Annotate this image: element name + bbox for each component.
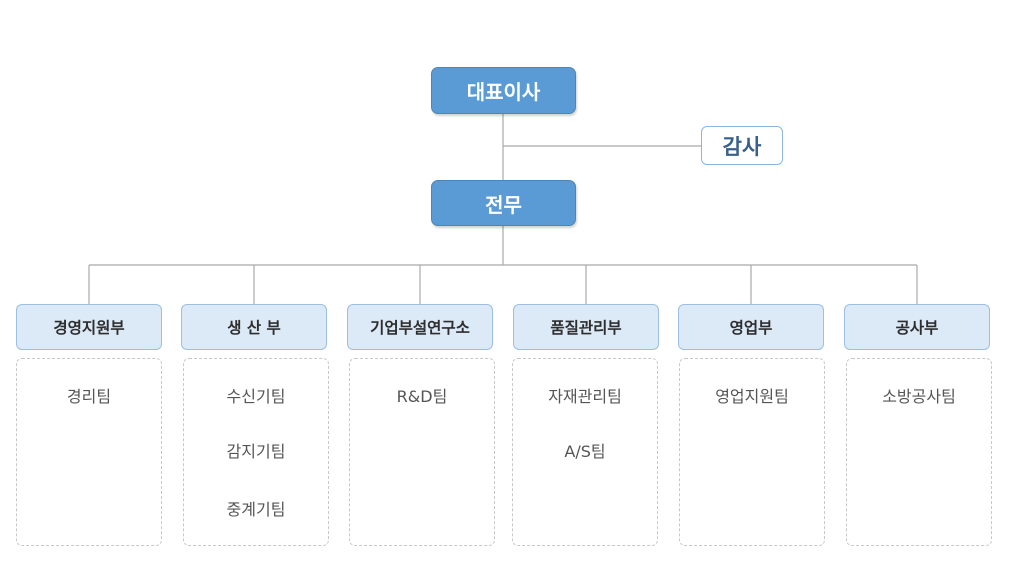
team-box-management-support: 경리팀	[16, 358, 162, 546]
ceo-box: 대표이사	[431, 67, 576, 114]
team-item: 경리팀	[66, 387, 112, 406]
dept-box-management-support: 경영지원부	[16, 304, 162, 350]
team-box-production: 수신기팀 감지기팀 중계기팀	[183, 358, 329, 546]
team-box-sales: 영업지원팀	[679, 358, 825, 546]
executive-label: 전무	[485, 192, 522, 217]
team-item: 영업지원팀	[715, 387, 789, 406]
dept-box-quality-control: 품질관리부	[513, 304, 659, 350]
team-item: 중계기팀	[226, 500, 286, 519]
team-item: A/S팀	[564, 442, 606, 461]
team-item: 자재관리팀	[548, 387, 622, 406]
dept-label: 생 산 부	[227, 319, 281, 337]
auditor-label: 감사	[722, 134, 762, 159]
dept-box-construction: 공사부	[844, 304, 990, 350]
team-box-construction: 소방공사팀	[846, 358, 992, 546]
dept-label: 품질관리부	[550, 319, 622, 337]
dept-label: 공사부	[895, 319, 939, 337]
dept-label: 기업부설연구소	[370, 319, 470, 337]
dept-box-production: 생 산 부	[181, 304, 327, 350]
team-item: 감지기팀	[226, 442, 286, 461]
auditor-box: 감사	[701, 126, 783, 165]
executive-box: 전무	[431, 180, 576, 226]
dept-label: 영업부	[729, 319, 773, 337]
dept-box-sales: 영업부	[678, 304, 824, 350]
team-item: R&D팀	[396, 387, 448, 406]
ceo-label: 대표이사	[466, 80, 541, 104]
team-item: 소방공사팀	[882, 387, 956, 406]
dept-box-research-institute: 기업부설연구소	[347, 304, 493, 350]
team-box-research-institute: R&D팀	[349, 358, 495, 546]
team-box-quality-control: 자재관리팀 A/S팀	[512, 358, 658, 546]
team-item: 수신기팀	[226, 387, 286, 406]
dept-label: 경영지원부	[53, 319, 125, 337]
